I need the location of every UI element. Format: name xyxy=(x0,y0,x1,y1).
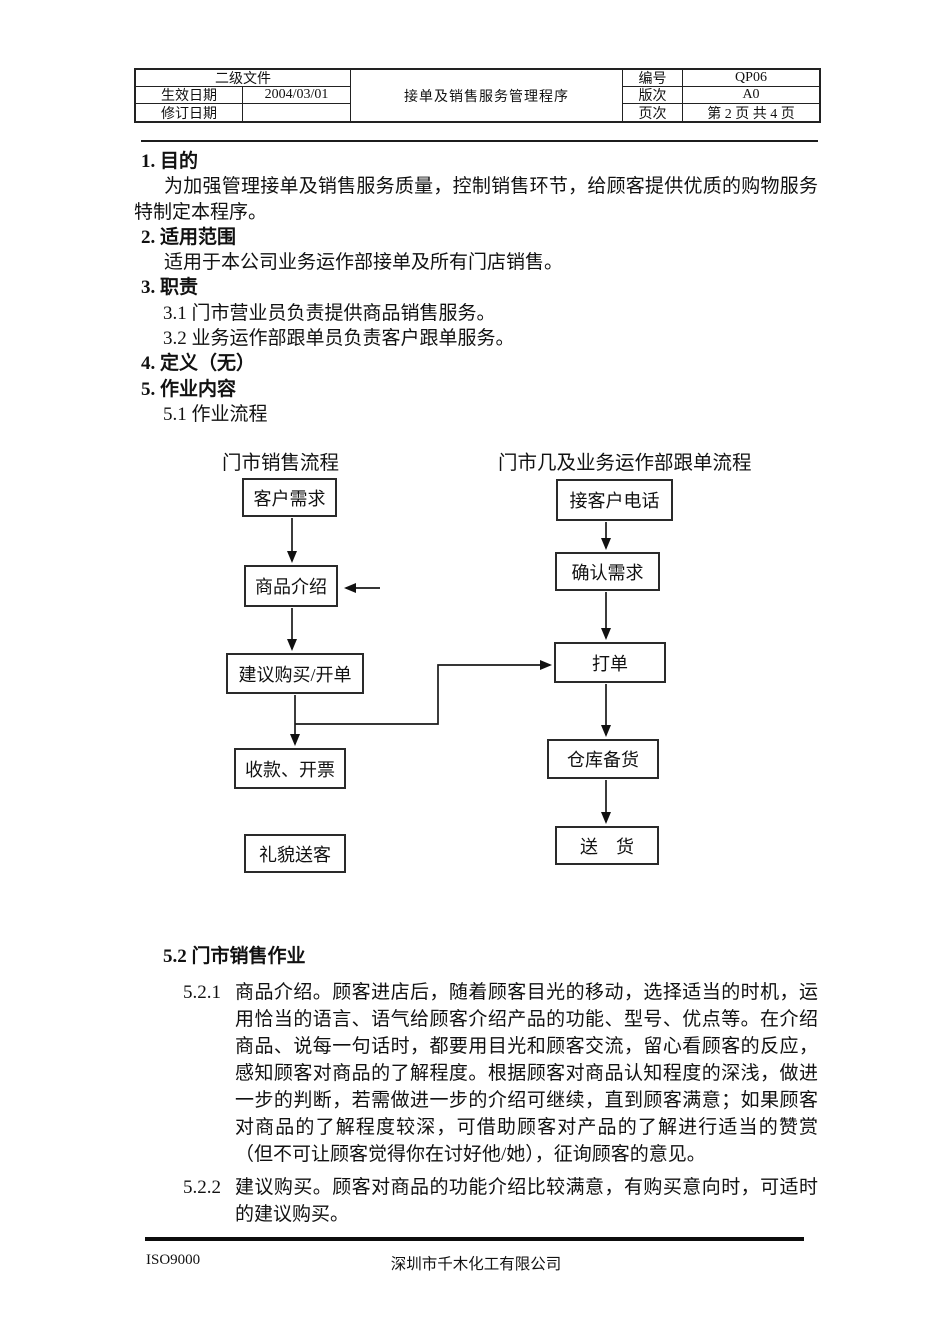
header-divider xyxy=(141,140,818,142)
flow-step-product-intro: 商品介绍 xyxy=(244,565,338,607)
item-text: 建议购买。顾客对商品的功能介绍比较满意，有购买意向时，可适时的建议购买。 xyxy=(235,1177,818,1225)
section-1-heading: 1. 目的 xyxy=(141,151,199,172)
flow-title-right: 门市几及业务运作部跟单流程 xyxy=(498,453,752,474)
flow-step-warehouse-prepare: 仓库备货 xyxy=(547,739,659,779)
flow-step-collect-payment: 收款、开票 xyxy=(234,748,346,789)
field-label-page: 页次 xyxy=(623,104,682,121)
field-value-version: A0 xyxy=(683,87,819,103)
section-5-2-1: 5.2.1 商品介绍。顾客进店后，随着顾客目光的移动，选择适当的时机，运用恰当的… xyxy=(134,979,818,1168)
section-list: 1. 目的 为加强管理接单及销售服务质量，控制销售环节，给顾客提供优质的购物服务… xyxy=(134,149,818,427)
section-5-item-1: 5.1 作业流程 xyxy=(163,403,268,425)
field-value-number: QP06 xyxy=(683,70,819,86)
footer-company-name: 深圳市千木化工有限公司 xyxy=(390,1256,562,1273)
flow-step-confirm-demand: 确认需求 xyxy=(555,552,660,591)
header-table: 二级文件 接单及销售服务管理程序 编号 QP06 生效日期 2004/03/01… xyxy=(134,68,821,123)
flow-step-answer-call: 接客户电话 xyxy=(556,479,673,521)
section-3-item-1: 3.1 门市营业员负责提供商品销售服务。 xyxy=(163,302,496,324)
section-2-heading: 2. 适用范围 xyxy=(141,226,237,248)
field-label-effective-date: 生效日期 xyxy=(136,87,242,103)
section-5-heading: 5. 作业内容 xyxy=(141,378,237,400)
doc-title: 接单及销售服务管理程序 xyxy=(351,70,622,121)
flow-step-customer-demand: 客户需求 xyxy=(242,478,337,517)
section-5-2: 5.2 门市销售作业 5.2.1 商品介绍。顾客进店后，随着顾客目光的移动，选择… xyxy=(134,944,818,1228)
section-5-2-heading: 5.2 门市销售作业 xyxy=(163,946,306,967)
flow-step-delivery: 送 货 xyxy=(555,826,659,865)
footer-iso-label: ISO9000 xyxy=(146,1252,201,1268)
flow-step-send-off-customer: 礼貌送客 xyxy=(244,834,346,873)
footer-divider xyxy=(145,1237,804,1241)
flow-step-suggest-purchase: 建议购买/开单 xyxy=(226,653,364,694)
section-3-item-2: 3.2 业务运作部跟单员负责客户跟单服务。 xyxy=(163,328,515,350)
doc-level-cell: 二级文件 xyxy=(136,70,350,86)
item-number: 5.2.2 xyxy=(183,1177,221,1198)
flow-arrows xyxy=(287,518,611,824)
field-label-version: 版次 xyxy=(623,87,682,103)
section-2-paragraph: 适用于本公司业务运作部接单及所有门店销售。 xyxy=(164,252,564,274)
flowchart: 门市销售流程 门市几及业务运作部跟单流程 客户需求 商品介绍 建议购买/开单 收… xyxy=(0,445,950,895)
field-label-revision-date: 修订日期 xyxy=(136,104,242,121)
item-number: 5.2.1 xyxy=(183,982,221,1003)
section-1-paragraph: 为加强管理接单及销售服务质量，控制销售环节，给顾客提供优质的购物服务特制定本程序… xyxy=(134,176,818,223)
field-value-page: 第 2 页 共 4 页 xyxy=(683,104,819,121)
section-4-heading: 4. 定义（无） xyxy=(141,353,256,375)
flow-step-print-order: 打单 xyxy=(554,642,666,683)
section-5-2-2: 5.2.2 建议购买。顾客对商品的功能介绍比较满意，有购买意向时，可适时的建议购… xyxy=(134,1174,818,1228)
section-3-heading: 3. 职责 xyxy=(141,277,199,299)
flow-title-left: 门市销售流程 xyxy=(222,453,340,474)
item-text: 商品介绍。顾客进店后，随着顾客目光的移动，选择适当的时机，运用恰当的语言、语气给… xyxy=(235,982,818,1165)
field-value-effective-date: 2004/03/01 xyxy=(243,87,350,103)
field-value-revision-date xyxy=(243,104,350,121)
field-label-number: 编号 xyxy=(623,70,682,86)
